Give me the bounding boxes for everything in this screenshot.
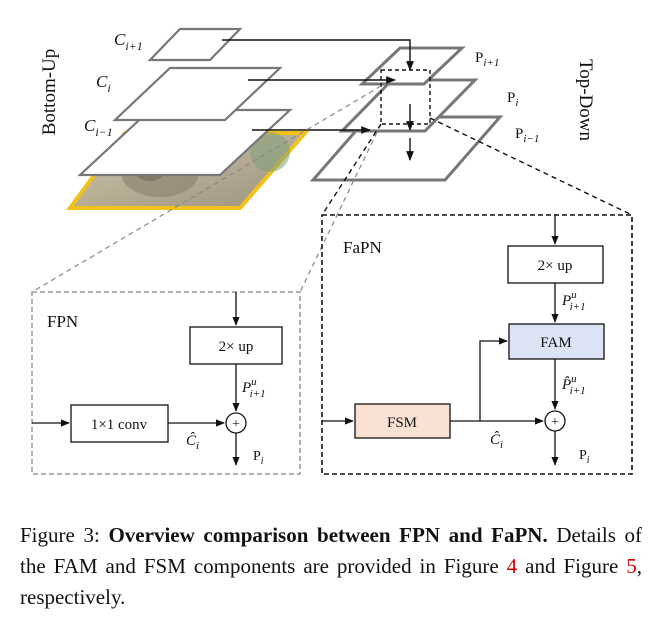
p-label-middle: Pi	[507, 90, 518, 109]
fapn-output-label: Pi	[579, 448, 590, 466]
fapn-title: FaPN	[343, 238, 382, 257]
zoom-guide-lines	[31, 85, 633, 293]
fapn-sum-symbol: +	[551, 415, 559, 430]
c-i-plus-1-plane	[147, 27, 243, 62]
caption-text-3: , respectively.	[20, 554, 642, 609]
top-down-label: Top-Down	[575, 59, 596, 142]
figure-5-link[interactable]: 5	[626, 554, 637, 578]
fsm-block	[354, 403, 451, 439]
fpn-output-label: Pi	[253, 449, 264, 467]
fapn-upsample-label: 2× up	[538, 258, 573, 274]
c-label-bottom: Ci−1	[84, 116, 113, 139]
fapn-chat-label: Ĉi	[490, 431, 503, 451]
zoom-region-box	[380, 69, 431, 125]
figure-label: Figure 3:	[20, 523, 109, 547]
lateral-arrows	[222, 39, 414, 161]
fam-label: FAM	[540, 335, 571, 351]
fpn-sum-symbol: +	[232, 417, 240, 432]
fpn-conv-label: 1×1 conv	[91, 417, 148, 433]
p-i-minus-1-plane	[309, 115, 504, 182]
c-label-top: Ci+1	[114, 30, 143, 53]
caption-title: Overview comparison between FPN and FaPN	[108, 523, 543, 547]
c-i-plane	[112, 66, 283, 122]
bottom-up-label: Bottom-Up	[39, 49, 60, 136]
fpn-chat-label: Ĉi	[186, 432, 199, 452]
fpn-title: FPN	[47, 312, 78, 331]
p-label-bottom: Pi−1	[515, 126, 539, 145]
architecture-diagram: Bottom-Up Top-Down Ci+1 Ci Ci−1 Pi+1 Pi …	[31, 27, 633, 475]
c-i-minus-1-plane	[77, 108, 293, 177]
caption-text-2: and Figure	[517, 554, 627, 578]
c-label-middle: Ci	[96, 72, 111, 95]
fam-block	[508, 323, 605, 360]
caption-text-1: Details of the FAM and FSM components ar…	[20, 523, 643, 578]
p-i-plane	[338, 78, 479, 133]
caption-title-period: .	[542, 523, 548, 547]
fpn-upsample-block	[189, 326, 283, 365]
p-label-top: Pi+1	[475, 50, 499, 69]
fsm-label: FSM	[387, 415, 417, 431]
figure-4-link[interactable]: 4	[506, 554, 518, 578]
figure-caption: Figure 3: Overview comparison between FP…	[20, 520, 642, 613]
fpn-upsample-label: 2× up	[219, 339, 254, 355]
